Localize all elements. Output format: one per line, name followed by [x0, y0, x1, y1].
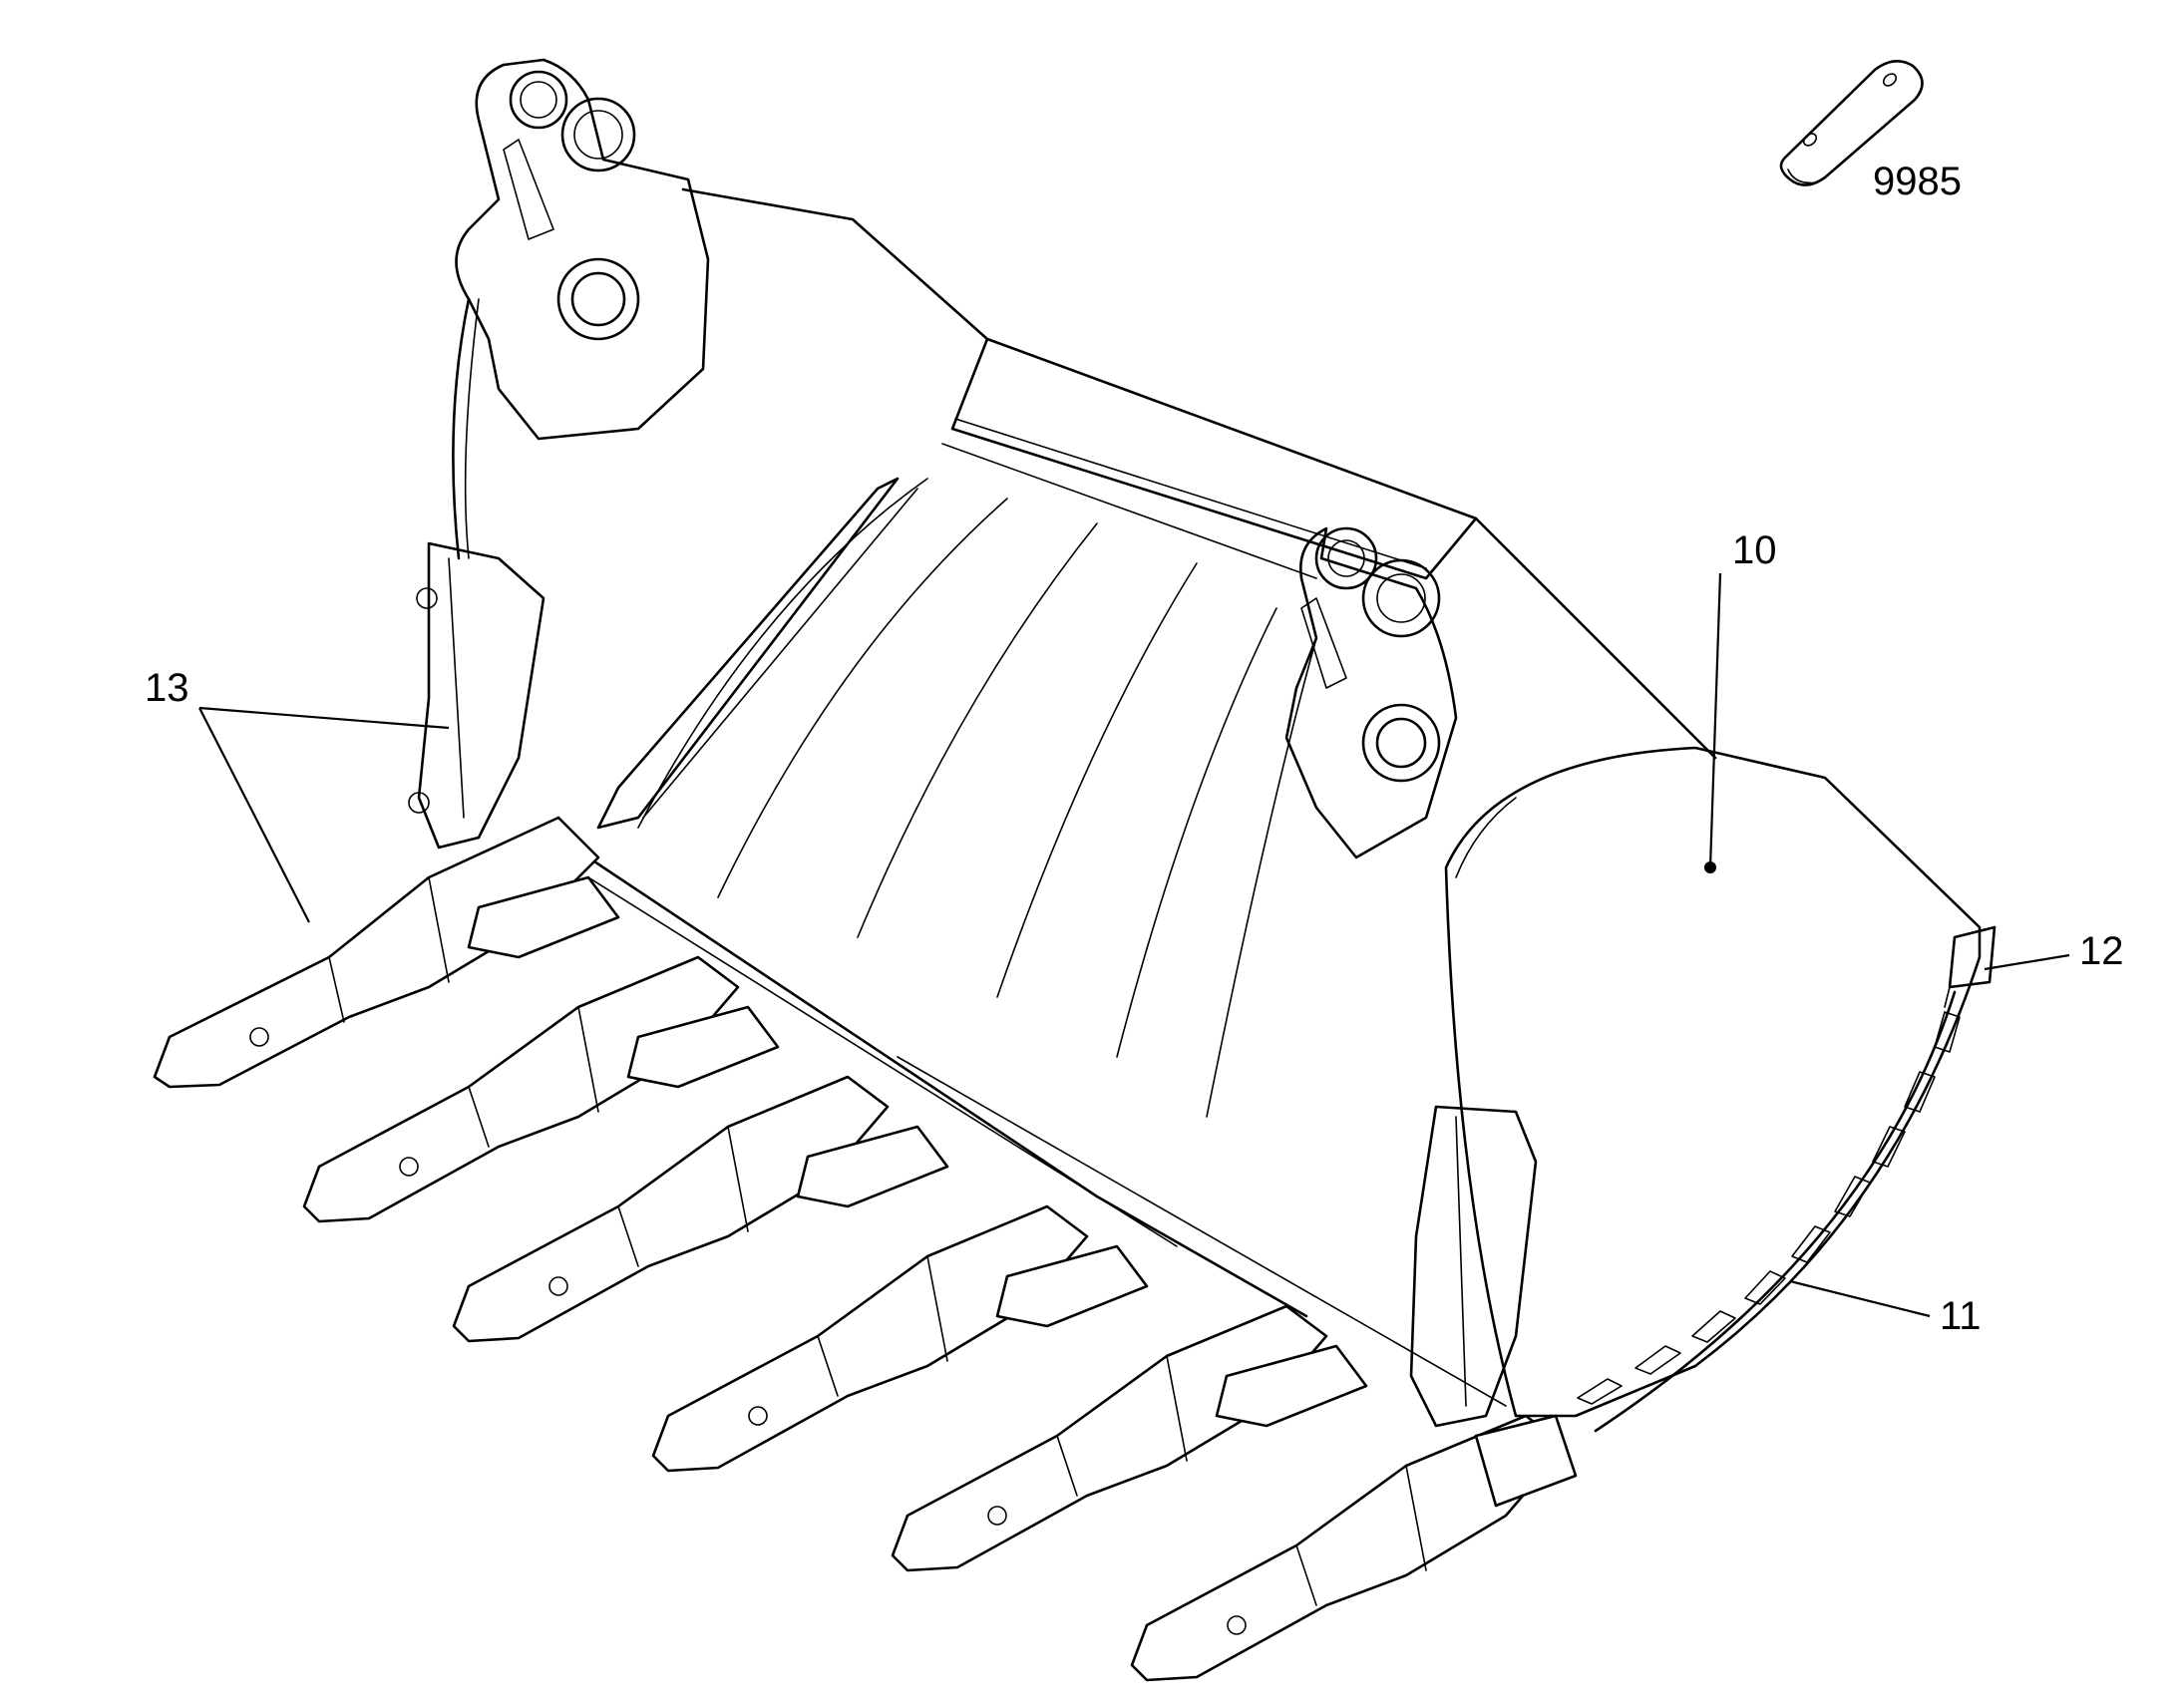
callout-11: 11	[1940, 1294, 1982, 1338]
bucket-shell	[452, 58, 1997, 1433]
plate-part-9985	[1779, 60, 1924, 186]
wing-shroud-left	[408, 541, 545, 850]
callout-12: 12	[2079, 929, 2124, 973]
leader-lines	[198, 572, 2070, 1318]
callout-13: 13	[145, 666, 189, 710]
callout-9985: 9985	[1873, 160, 1962, 203]
wing-shroud-right	[1409, 1105, 1538, 1428]
tooth-6	[1130, 1414, 1568, 1682]
tooth-4	[651, 1204, 1089, 1473]
edge-shrouds	[467, 875, 1578, 1508]
callout-10: 10	[1732, 528, 1777, 572]
